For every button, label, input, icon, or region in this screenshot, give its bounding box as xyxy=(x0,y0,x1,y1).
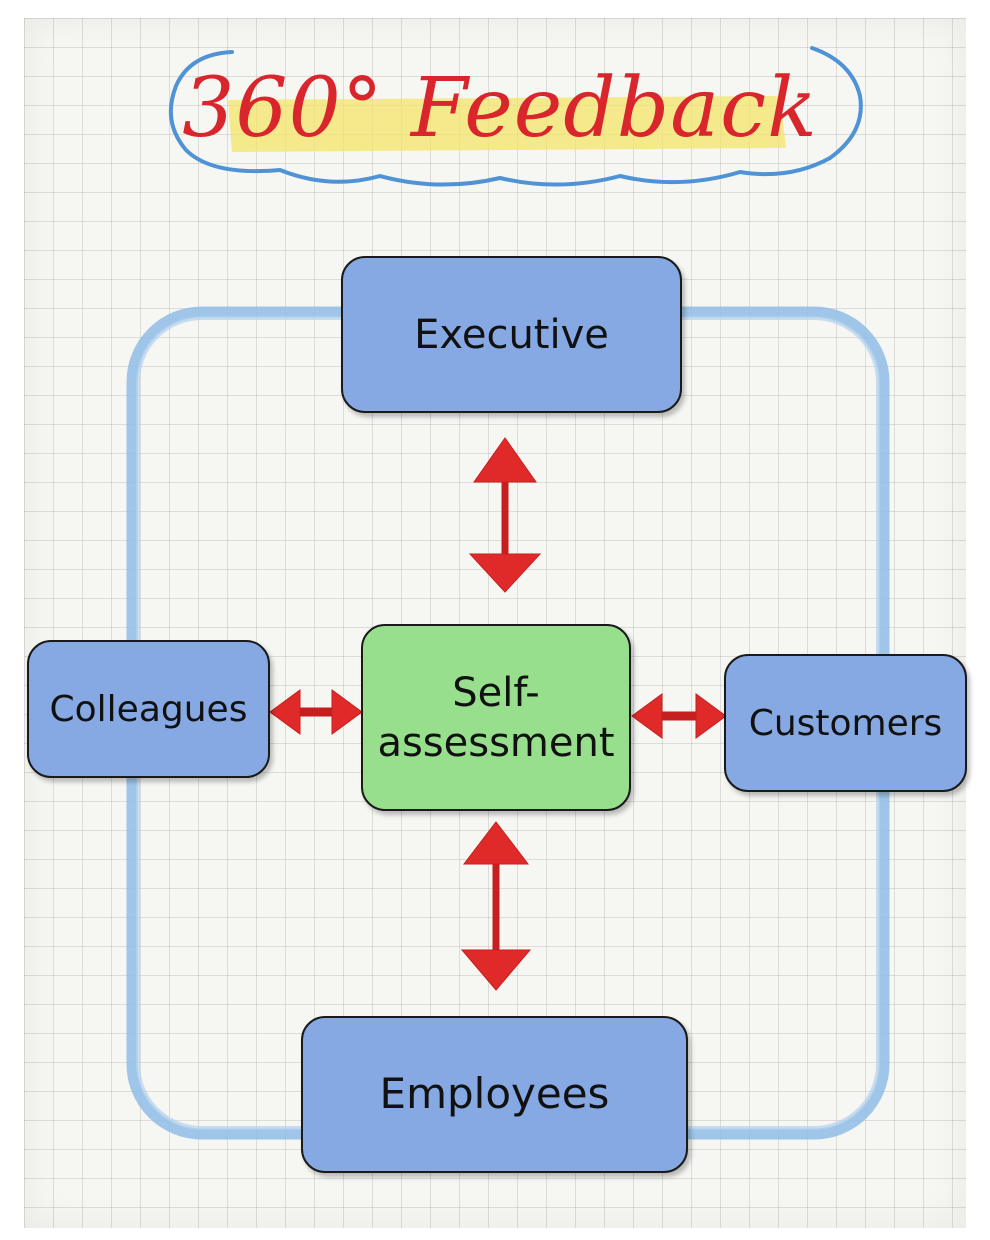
node-executive: Executive xyxy=(341,256,682,413)
arrow-executive-self xyxy=(468,437,542,593)
diagram-title: 360° Feedback xyxy=(182,61,818,156)
arrow-self-customers xyxy=(631,693,727,739)
title-highlight xyxy=(228,96,786,152)
node-executive-label: Executive xyxy=(414,311,609,358)
arrow-colleagues-self xyxy=(269,689,363,735)
node-employees-label: Employees xyxy=(379,1069,610,1119)
node-employees: Employees xyxy=(301,1016,688,1173)
node-self-assessment: Self-assessment xyxy=(361,624,631,811)
node-customers-label: Customers xyxy=(748,702,943,744)
title-cloud-outline xyxy=(168,46,863,187)
node-colleagues: Colleagues xyxy=(27,640,270,778)
node-customers: Customers xyxy=(724,654,967,792)
grid-paper-background xyxy=(24,18,966,1228)
node-colleagues-label: Colleagues xyxy=(49,688,248,730)
arrow-self-employees xyxy=(460,821,532,991)
node-self-assessment-label: Self-assessment xyxy=(377,669,615,766)
